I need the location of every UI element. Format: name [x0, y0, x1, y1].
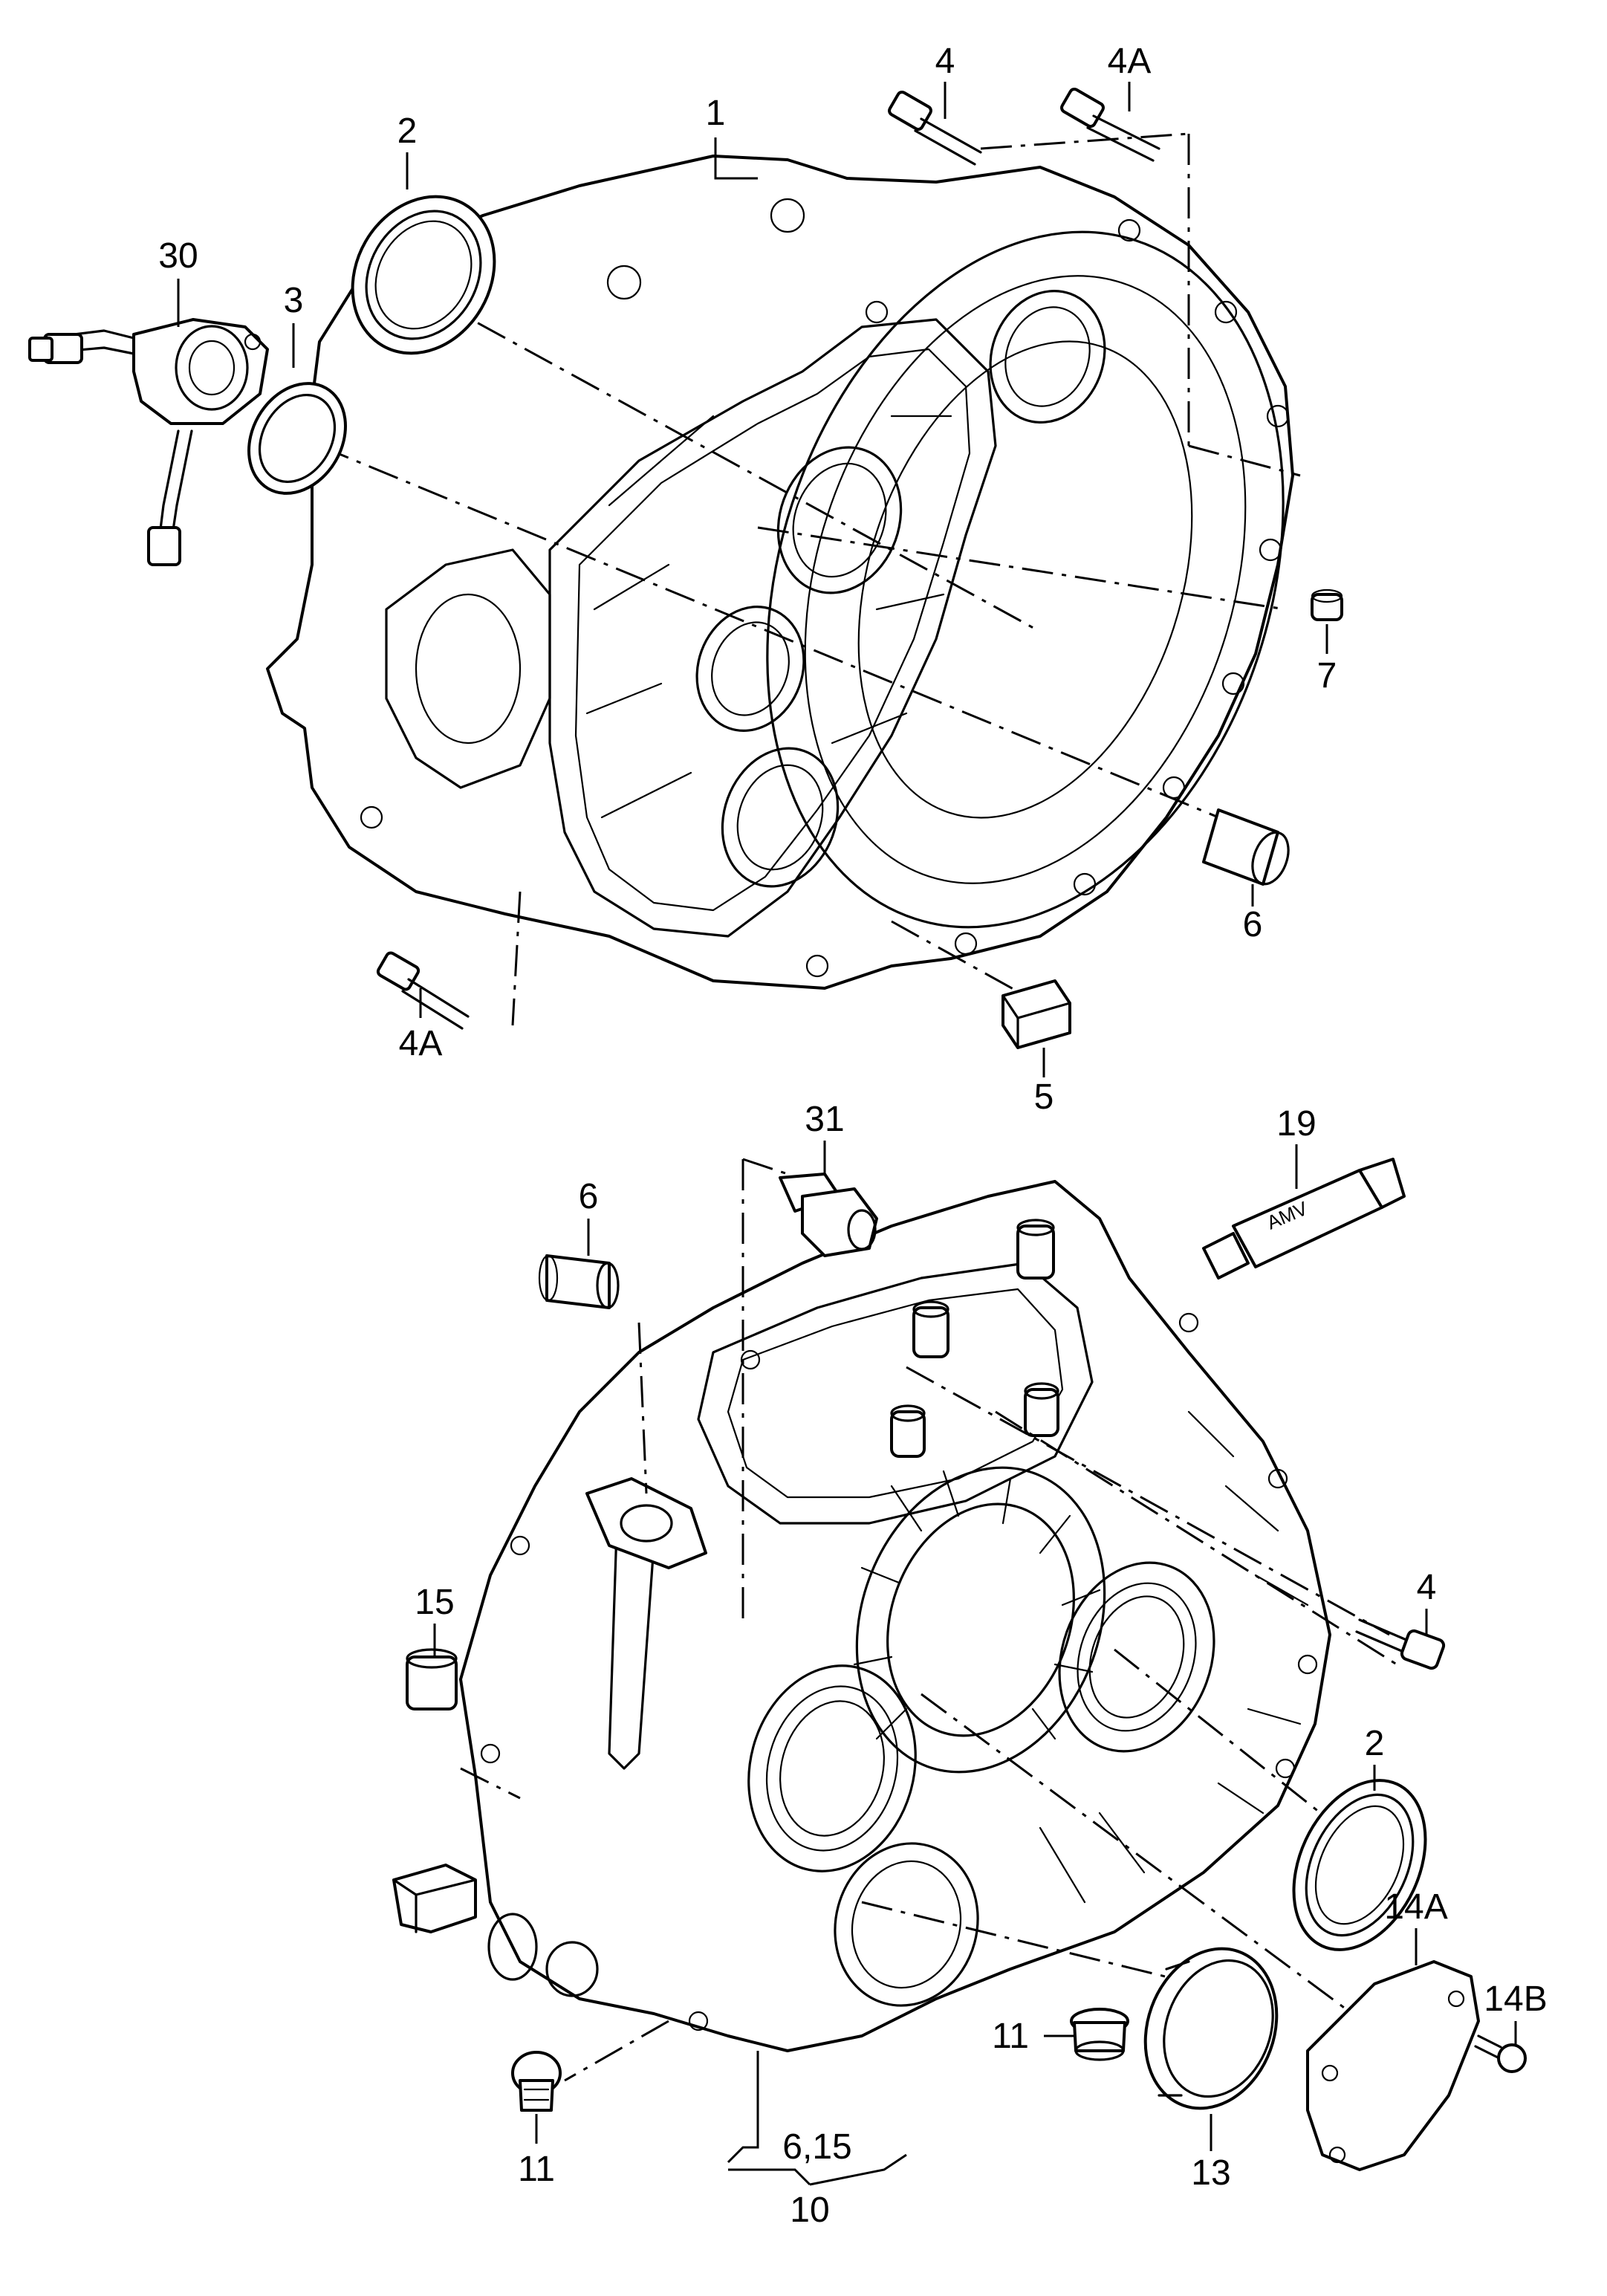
label-19: 19 — [1276, 1104, 1316, 1144]
upper-centre-lines — [319, 132, 1301, 1026]
label-14b: 14B — [1484, 1979, 1547, 2019]
lower-centre-lines — [460, 1158, 1397, 2082]
label-30: 30 — [158, 236, 198, 276]
label-6-top: 6 — [1243, 905, 1263, 944]
label-2-lower: 2 — [1365, 1724, 1385, 1763]
label-31: 31 — [805, 1100, 844, 1139]
label-11-left: 11 — [518, 2150, 555, 2189]
label-2-top: 2 — [397, 111, 418, 151]
label-6-15: 6,15 — [782, 2127, 851, 2167]
bolt-4-lower — [1355, 1618, 1446, 1670]
seal-2-lower — [1292, 1779, 1427, 1951]
bolt-4a-lower — [376, 951, 470, 1030]
clutch-housing-1 — [266, 155, 1294, 990]
gearbox-housing-10 — [392, 1180, 1331, 2052]
label-3: 3 — [284, 281, 304, 320]
bolt-14b — [1474, 2034, 1527, 2073]
label-4a-top: 4A — [1108, 42, 1152, 81]
leader-lines — [177, 82, 1517, 2186]
slave-cylinder-30 — [28, 318, 269, 566]
plug-11-left — [511, 2051, 562, 2112]
label-14a: 14A — [1384, 1887, 1447, 1927]
label-4a-bottom: 4A — [399, 1024, 443, 1063]
cover-plate-14a — [1306, 1960, 1480, 2171]
bolt-4a-upper — [1060, 87, 1160, 162]
label-15: 15 — [415, 1583, 454, 1622]
part-labels: 1 2 3 30 4 4A 7 6 5 4A 31 19 6 15 4 2 14… — [158, 42, 1547, 2230]
sealant-tube-19: AMV — [1202, 1158, 1406, 1280]
label-1: 1 — [706, 94, 726, 133]
label-6-lower: 6 — [579, 1177, 599, 1216]
cap-13 — [1143, 1947, 1279, 2110]
label-4-top: 4 — [935, 42, 955, 81]
plug-11-right — [1070, 2008, 1129, 2061]
seal-2-upper — [351, 195, 496, 355]
seal-3 — [247, 382, 347, 495]
label-10: 10 — [790, 2190, 829, 2230]
label-5: 5 — [1034, 1077, 1054, 1117]
bolt-4-upper — [888, 90, 982, 166]
dowel-15 — [406, 1648, 458, 1710]
label-4-lower: 4 — [1417, 1568, 1437, 1607]
dowel-7 — [1311, 588, 1343, 621]
bush-6-upper — [1202, 808, 1290, 886]
label-7: 7 — [1317, 656, 1337, 695]
bush-6-lower — [538, 1254, 620, 1309]
label-11-right: 11 — [992, 2017, 1029, 2056]
switch-31 — [779, 1173, 878, 1257]
magnet-5 — [1001, 979, 1071, 1049]
label-13: 13 — [1191, 2153, 1230, 2193]
